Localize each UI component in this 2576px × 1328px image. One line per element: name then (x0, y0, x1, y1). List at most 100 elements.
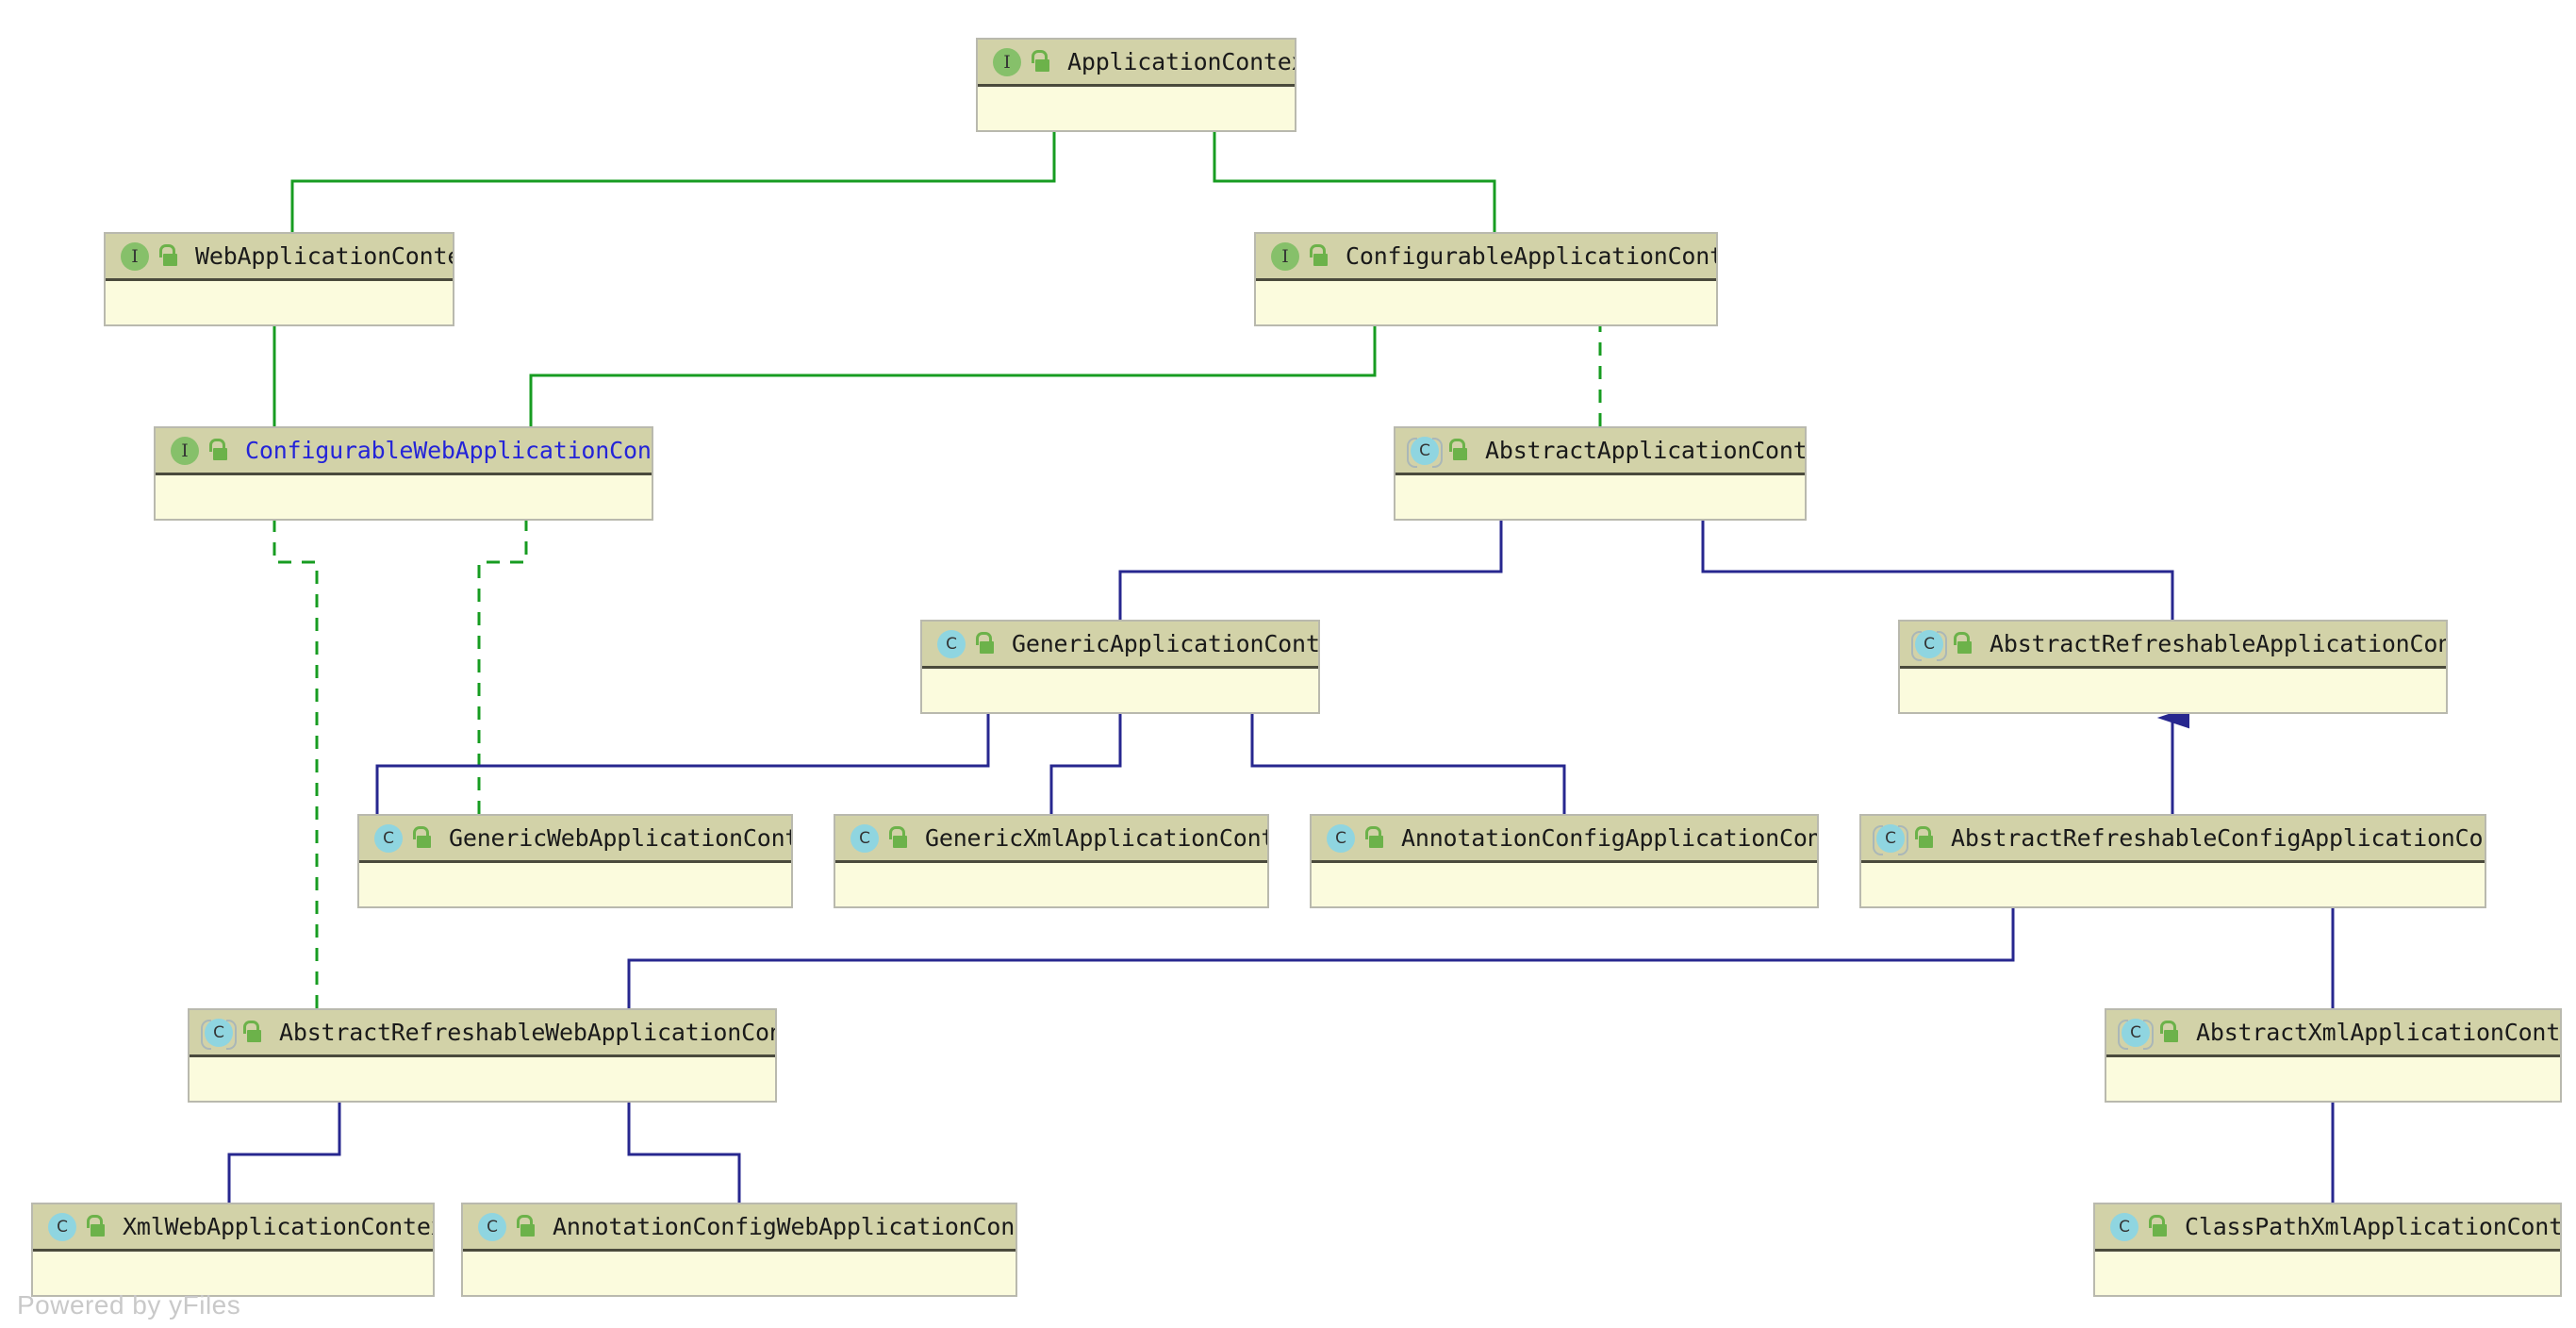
uml-node-members-compartment (922, 669, 1318, 712)
type-letter: C (48, 1212, 76, 1241)
uml-node-genericwebapplicationcontext[interactable]: CGenericWebApplicationContext (357, 814, 793, 908)
uml-node-header: C AbstractRefreshableApplicationContext (1900, 622, 2446, 669)
padlock-shackle (1310, 243, 1326, 257)
uml-node-title: ConfigurableWebApplicationContext (245, 437, 652, 464)
padlock-shackle (2160, 1020, 2176, 1034)
padlock-body (980, 640, 994, 654)
padlock-shackle (1449, 438, 1465, 452)
uml-node-applicationcontext[interactable]: I ApplicationContext (976, 38, 1296, 132)
uml-node-members-compartment (2106, 1057, 2560, 1101)
padlock-body (1313, 253, 1328, 266)
uml-node-members-compartment (1900, 669, 2446, 712)
interface-icon: I (991, 46, 1023, 78)
uml-node-title: AbstractApplicationContext (1485, 437, 1805, 464)
type-letter: C (205, 1018, 233, 1047)
uml-node-genericapplicationcontext[interactable]: CGenericApplicationContext (920, 620, 1320, 714)
type-letter: I (993, 47, 1021, 76)
padlock-body (1369, 835, 1383, 848)
class-icon: C (849, 822, 881, 855)
type-letter: I (171, 436, 199, 465)
padlock-body (1919, 835, 1933, 848)
abstract-class-icon: C (201, 1017, 237, 1050)
unlocked-padlock-icon (1913, 825, 1934, 851)
uml-node-configurableapplicationcontext[interactable]: IConfigurableApplicationContext (1254, 232, 1718, 326)
edge-webapplicationcontext-to-applicationcontext (290, 94, 1071, 232)
type-letter: C (1327, 823, 1355, 853)
uml-node-configurablewebapplicationcontext[interactable]: I ConfigurableWebApplicationContext (154, 426, 653, 521)
unlocked-padlock-icon (1952, 631, 1973, 656)
uml-node-annotationconfigwebapplicationcontext[interactable]: C AnnotationConfigWebApplicationContext (461, 1203, 1017, 1297)
padlock-body (247, 1029, 261, 1042)
type-letter: C (2122, 1018, 2150, 1047)
padlock-shackle (209, 438, 225, 452)
padlock-shackle (2149, 1214, 2165, 1228)
padlock-body (163, 253, 177, 266)
uml-node-members-compartment (1861, 863, 2485, 906)
unlocked-padlock-icon (1308, 243, 1329, 269)
uml-node-members-compartment (978, 87, 1295, 130)
padlock-body (1453, 447, 1467, 460)
padlock-shackle (1954, 631, 1970, 645)
class-icon: C (935, 628, 967, 660)
uml-node-header: I ConfigurableWebApplicationContext (156, 428, 652, 475)
padlock-body (417, 835, 431, 848)
uml-node-abstractapplicationcontext[interactable]: CAbstractApplicationContext (1394, 426, 1807, 521)
uml-node-webapplicationcontext[interactable]: I WebApplicationContext (104, 232, 454, 326)
uml-node-abstractrefreshableapplicationcontext[interactable]: C AbstractRefreshableApplicationContext (1898, 620, 2448, 714)
type-letter: C (374, 823, 403, 853)
uml-node-members-compartment (156, 475, 652, 519)
uml-node-title: AbstractXmlApplicationContext (2196, 1019, 2560, 1046)
uml-node-title: AbstractRefreshableWebApplicationContext (279, 1019, 775, 1046)
uml-node-members-compartment (1395, 475, 1805, 519)
uml-node-abstractxmlapplicationcontext[interactable]: C AbstractXmlApplicationContext (2105, 1008, 2562, 1103)
uml-node-title: ApplicationContext (1067, 48, 1295, 75)
uml-node-title: GenericXmlApplicationContext (925, 824, 1267, 852)
unlocked-padlock-icon (1363, 825, 1384, 851)
unlocked-padlock-icon (241, 1020, 262, 1045)
uml-node-members-compartment (106, 281, 453, 324)
unlocked-padlock-icon (515, 1214, 536, 1239)
edge-abstractrefreshablewebapplicationcontext-to-configurablewebapplicationcontext (258, 483, 319, 1008)
uml-node-members-compartment (463, 1252, 1016, 1295)
unlocked-padlock-icon (157, 243, 178, 269)
uml-node-genericxmlapplicationcontext[interactable]: C GenericXmlApplicationContext (834, 814, 1269, 908)
padlock-body (213, 447, 227, 460)
uml-node-header: C ClassPathXmlApplicationContext (2095, 1204, 2560, 1252)
uml-node-abstractrefreshablewebapplicationcontext[interactable]: C AbstractRefreshableWebApplicationContex… (188, 1008, 777, 1103)
yfiles-watermark: Powered by yFiles (17, 1290, 241, 1320)
uml-node-header: I WebApplicationContext (106, 234, 453, 281)
uml-node-title: WebApplicationContext (195, 242, 453, 270)
uml-node-header: IConfigurableApplicationContext (1256, 234, 1716, 281)
padlock-shackle (1915, 825, 1931, 839)
uml-node-header: CGenericApplicationContext (922, 622, 1318, 669)
uml-node-title: ConfigurableApplicationContext (1346, 242, 1716, 270)
uml-node-title: AbstractRefreshableApplicationContext (1990, 630, 2446, 657)
unlocked-padlock-icon (2147, 1214, 2168, 1239)
uml-node-members-compartment (190, 1057, 775, 1101)
type-letter: C (1915, 629, 1943, 658)
type-letter: C (937, 629, 966, 658)
unlocked-padlock-icon (1030, 49, 1050, 75)
edge-genericwebapplicationcontext-to-genericapplicationcontext (375, 677, 1005, 814)
uml-node-classpathxmlapplicationcontext[interactable]: C ClassPathXmlApplicationContext (2093, 1203, 2562, 1297)
uml-node-members-compartment (1256, 281, 1716, 324)
interface-icon: I (119, 241, 151, 273)
padlock-body (520, 1223, 535, 1237)
unlocked-padlock-icon (85, 1214, 106, 1239)
padlock-shackle (159, 243, 175, 257)
uml-node-header: CAbstractRefreshableConfigApplicationCon… (1861, 816, 2485, 863)
uml-node-title: AnnotationConfigWebApplicationContext (553, 1213, 1016, 1240)
type-letter: C (850, 823, 879, 853)
class-icon: C (476, 1211, 508, 1243)
class-icon: C (2108, 1211, 2140, 1243)
uml-node-title: ClassPathXmlApplicationContext (2185, 1213, 2560, 1240)
type-letter: C (1876, 823, 1905, 853)
unlocked-padlock-icon (1447, 438, 1468, 463)
padlock-shackle (243, 1020, 259, 1034)
uml-node-abstractrefreshableconfigapplicationcontext[interactable]: CAbstractRefreshableConfigApplicationCon… (1859, 814, 2486, 908)
uml-node-annotationconfigapplicationcontext[interactable]: CAnnotationConfigApplicationContext (1310, 814, 1819, 908)
unlocked-padlock-icon (887, 825, 908, 851)
